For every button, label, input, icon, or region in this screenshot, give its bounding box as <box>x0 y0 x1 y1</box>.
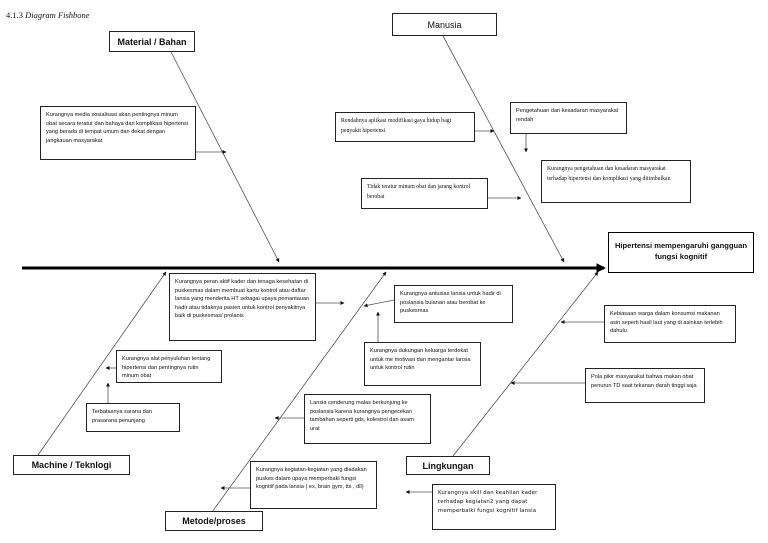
cause-metode-antusias: Kurangnya antusias lansia untuk hadir di… <box>394 285 513 323</box>
arrow-antusias <box>363 299 395 308</box>
category-machine: Machine / Teknlogi <box>13 455 130 475</box>
cause-manusia-rendahnya: Rendahnya aplikasi modifikasi gaya hidup… <box>335 112 475 142</box>
cause-manusia-pengetahuan: Pengetahuan dan kesadaran masyarakat ren… <box>510 102 627 134</box>
bone-manusia <box>442 35 565 263</box>
cause-metode-malas: Lansia cenderung malas berkunjung ke pos… <box>304 394 431 444</box>
bone-lingkungan <box>452 271 599 457</box>
cause-manusia-tidak-teratur: Tidak teratur minum obat dan jarang kont… <box>361 178 488 209</box>
cause-machine-alat: Kurangnya alat penyuluhan tentang hipert… <box>116 350 222 383</box>
bone-material <box>169 49 280 263</box>
bone-metode <box>211 271 387 513</box>
cause-machine-sarana: Terbatasnya sarana dan prasarana penunja… <box>86 403 180 432</box>
category-material: Material / Bahan <box>109 31 195 52</box>
cause-material-media: Kurangnya media sosialisasi akan penting… <box>40 106 196 160</box>
category-lingkungan: Lingkungan <box>406 456 490 475</box>
cause-manusia-kurang-pengetahuan: Kurangnya pengetahuan dan kesadaran masy… <box>541 160 691 203</box>
bone-machine <box>37 271 167 456</box>
category-manusia: Manusia <box>392 13 497 36</box>
cause-metode-dukungan: Kurangnya dukungan keluarga terdekat unt… <box>364 342 481 386</box>
section-number: 4.1.3 <box>6 10 23 20</box>
section-title: Diagram Fishbone <box>25 10 90 20</box>
effect-box: Hipertensi mempengaruhi gangguan fungsi … <box>608 232 754 273</box>
cause-lingkungan-pola-pikir: Pola pikir masyarakat bahwa makan obat p… <box>585 368 705 403</box>
cause-lingkungan-skill: Kurangnya skill dan keahlian kader terha… <box>432 484 556 530</box>
cause-lingkungan-asin: Kebiasaan warga dalam konsumsi makanan a… <box>604 305 736 343</box>
category-metode: Metode/proses <box>165 511 263 531</box>
cause-metode-peran-kader: Kurangnya peran aktif kader dan tenaga k… <box>169 273 316 341</box>
cause-metode-kegiatan: Kurangnya kegiatan-kegiatan yang diadaka… <box>250 461 377 509</box>
section-heading: 4.1.3 Diagram Fishbone <box>6 10 90 20</box>
